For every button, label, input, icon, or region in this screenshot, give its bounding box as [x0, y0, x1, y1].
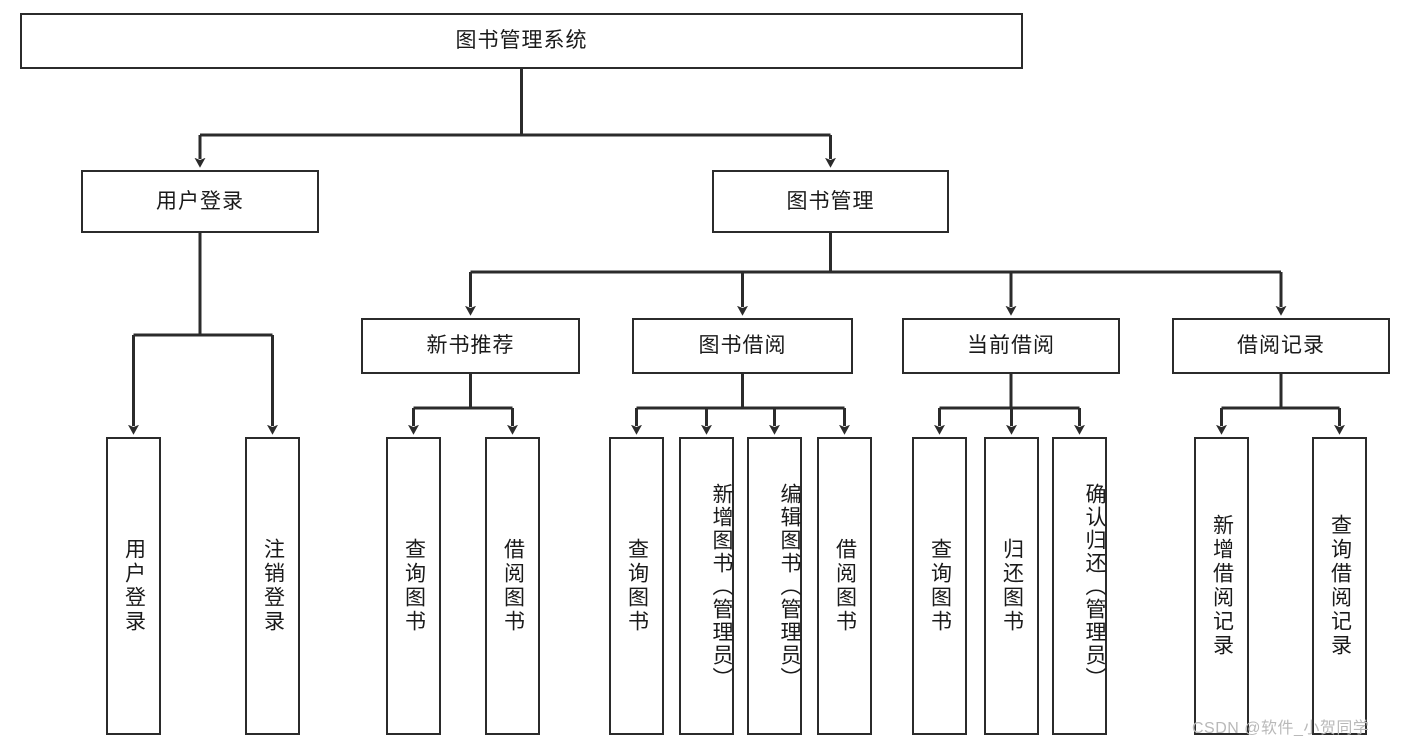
node-label: 图书管理 [786, 189, 875, 213]
node-bookmgmt[interactable]: 图书管理 [712, 170, 949, 233]
node-leaf12[interactable]: 新增借阅记录 [1194, 437, 1249, 735]
node-label: 借阅图书 [501, 538, 525, 634]
node-leaf5[interactable]: 查询图书 [609, 437, 664, 735]
node-label: 查询借阅记录 [1328, 514, 1352, 658]
node-label: 用户登录 [156, 189, 244, 213]
node-label: 借阅图书 [833, 538, 857, 634]
node-leaf7[interactable]: 编辑图书（管理员） [747, 437, 802, 735]
node-leaf8[interactable]: 借阅图书 [817, 437, 872, 735]
node-leaf1[interactable]: 用户登录 [106, 437, 161, 735]
node-leaf11[interactable]: 确认归还（管理员） [1052, 437, 1107, 735]
node-leaf3[interactable]: 查询图书 [386, 437, 441, 735]
node-records[interactable]: 借阅记录 [1172, 318, 1390, 374]
node-label: 图书管理系统 [455, 29, 588, 53]
node-label: 查询图书 [402, 538, 426, 634]
node-leaf13[interactable]: 查询借阅记录 [1312, 437, 1367, 735]
node-label: 查询图书 [928, 538, 952, 634]
node-leaf9[interactable]: 查询图书 [912, 437, 967, 735]
node-leaf2[interactable]: 注销登录 [245, 437, 300, 735]
node-label: 新增借阅记录 [1210, 514, 1234, 658]
node-label: 新书推荐 [426, 334, 515, 358]
node-label: 编辑图书（管理员） [778, 482, 801, 690]
node-label: 用户登录 [122, 538, 146, 634]
node-newbook[interactable]: 新书推荐 [361, 318, 580, 374]
node-label: 图书借阅 [698, 334, 787, 358]
node-label: 查询图书 [625, 538, 649, 634]
node-current[interactable]: 当前借阅 [902, 318, 1120, 374]
node-label: 新增图书（管理员） [710, 482, 733, 690]
node-label: 注销登录 [261, 538, 285, 634]
node-root[interactable]: 图书管理系统 [20, 13, 1023, 69]
node-label: 当前借阅 [967, 334, 1055, 358]
node-leaf10[interactable]: 归还图书 [984, 437, 1039, 735]
node-borrow[interactable]: 图书借阅 [632, 318, 853, 374]
node-leaf4[interactable]: 借阅图书 [485, 437, 540, 735]
node-login[interactable]: 用户登录 [81, 170, 319, 233]
node-label: 借阅记录 [1237, 334, 1325, 358]
node-leaf6[interactable]: 新增图书（管理员） [679, 437, 734, 735]
node-label: 确认归还（管理员） [1083, 482, 1106, 690]
watermark-text: CSDN @软件_小贺同学 [1192, 720, 1370, 737]
node-label: 归还图书 [1000, 538, 1024, 634]
